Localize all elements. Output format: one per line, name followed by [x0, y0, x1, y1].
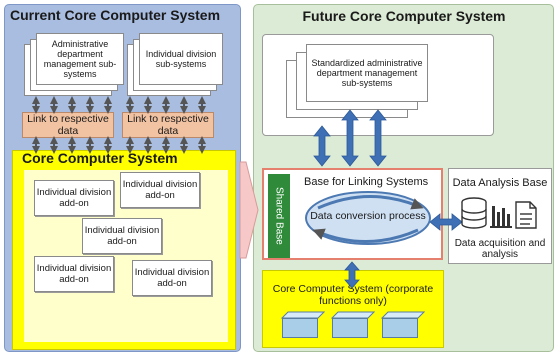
addon-box-1: Individual division add-on: [34, 180, 114, 216]
sync-arrow-2: [341, 109, 359, 167]
data-acquisition-label: Data acquisition and analysis: [454, 238, 546, 260]
cube-top-1: [280, 311, 326, 319]
addon-box-4: Individual division add-on: [34, 256, 114, 292]
sync-arrow-5: [429, 213, 463, 231]
transition-arrow: [239, 161, 259, 259]
addon-box-2: Individual division add-on: [120, 172, 200, 208]
standardized-subsystems-doc: Standardized administrative department m…: [306, 44, 428, 102]
cycle-arrow-top: [317, 194, 424, 210]
addon-box-5: Individual division add-on: [132, 260, 212, 296]
core-computer-system-title: Core Computer System: [22, 150, 178, 166]
document-icon: [515, 201, 537, 229]
shared-base-bar: [268, 174, 290, 258]
sync-arrow-4: [344, 261, 360, 289]
data-conversion-label: Data conversion process: [310, 210, 426, 222]
bar-chart-icon: [490, 206, 512, 228]
admin-subsystems-doc: Administrative department management sub…: [36, 33, 124, 85]
future-system-title: Future Core Computer System: [302, 8, 506, 24]
sync-arrow-1: [313, 125, 331, 167]
cube-top-3: [380, 311, 426, 319]
addon-box-3: Individual division add-on: [82, 218, 162, 254]
individual-subsystems-doc: Individual division sub-systems: [139, 33, 223, 85]
cycle-arrow-bottom: [312, 228, 419, 244]
current-system-title: Current Core Computer System: [10, 7, 221, 23]
cube-top-2: [330, 311, 376, 319]
database-icon: [461, 197, 487, 229]
sync-arrow-3: [369, 109, 387, 167]
future-core-system-label: Core Computer System (corporate function…: [272, 283, 434, 307]
data-analysis-title: Data Analysis Base: [452, 177, 548, 189]
shared-base-label: Shared Base: [273, 187, 285, 245]
linking-base-title: Base for Linking Systems: [304, 176, 429, 188]
conversion-ellipse: [305, 191, 431, 245]
